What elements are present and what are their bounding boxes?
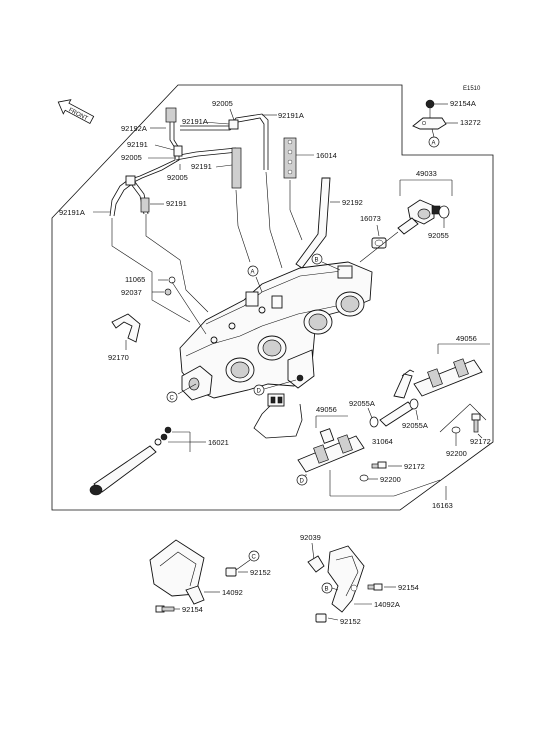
svg-text:B: B	[315, 258, 319, 264]
label-92055: 92055	[428, 231, 449, 240]
bolt-92172-left	[371, 461, 387, 469]
label-92152-left: 92152	[250, 568, 271, 577]
label-13272: 13272	[460, 118, 481, 127]
svg-text:A: A	[432, 141, 436, 147]
label-92172-right: 92172	[470, 437, 491, 446]
label-92055A-a: 92055A	[349, 399, 375, 408]
label-92154-left: 92154	[182, 605, 203, 614]
label-49056-left: 49056	[316, 405, 337, 414]
label-92152-right: 92152	[340, 617, 361, 626]
label-92191-b: 92191	[191, 162, 212, 171]
label-92200-right: 92200	[446, 449, 467, 458]
label-14092A: 14092A	[374, 600, 400, 609]
label-49056-right: 49056	[456, 334, 477, 343]
label-49033: 49033	[416, 169, 437, 178]
clip-92037	[164, 288, 172, 296]
label-16073: 16073	[360, 214, 381, 223]
label-92191-c: 92191	[166, 199, 187, 208]
label-92170: 92170	[108, 353, 129, 362]
washer-92200-left	[359, 474, 369, 482]
label-92172-left: 92172	[404, 462, 425, 471]
clip-92039	[307, 555, 325, 573]
injector-line-16021	[89, 426, 172, 496]
hose-92192	[295, 177, 331, 269]
svg-text:B: B	[325, 587, 329, 593]
label-92005-left: 92005	[121, 153, 142, 162]
connector-d	[267, 393, 285, 407]
front-arrow-icon: FRONT	[57, 99, 95, 124]
label-16021: 16021	[208, 438, 229, 447]
svg-text:D: D	[257, 389, 262, 395]
label-92039: 92039	[300, 533, 321, 542]
label-92191-a: 92191	[127, 140, 148, 149]
label-92154-right: 92154	[398, 583, 419, 592]
svg-text:C: C	[170, 396, 175, 402]
fuel-rail-right	[393, 358, 483, 399]
callout-a-top	[428, 136, 440, 148]
svg-text:A: A	[251, 270, 255, 276]
o-ring-92055	[438, 205, 450, 219]
label-92200-left: 92200	[380, 475, 401, 484]
washer-92200-right	[451, 426, 461, 434]
label-92192A: 92192A	[121, 124, 147, 133]
label-92191A-top-right: 92191A	[278, 111, 304, 120]
label-16014: 16014	[316, 151, 337, 160]
bracket-13272	[412, 99, 447, 130]
sensor-49033	[397, 199, 441, 235]
bolt-92172-right	[471, 413, 481, 433]
cap-11065	[168, 276, 176, 284]
assembly-boundary	[51, 84, 494, 511]
fuel-rail-left	[297, 428, 365, 473]
nut-16073	[371, 237, 387, 249]
label-11065: 11065	[125, 275, 145, 284]
callout-b-mid	[311, 253, 323, 265]
label-92005-mid: 92005	[167, 173, 188, 182]
label-92037: 92037	[121, 288, 142, 297]
bracket-14092A	[327, 545, 365, 613]
bracket-14092	[149, 539, 205, 605]
label-92192: 92192	[342, 198, 363, 207]
callout-c-mid	[166, 391, 178, 403]
label-92005-top: 92005	[212, 99, 233, 108]
nut-92152-right	[315, 613, 327, 623]
clamp-92170	[111, 313, 141, 343]
bolt-92154-left	[155, 605, 175, 613]
nut-92152-left	[225, 567, 237, 577]
label-14092: 14092	[222, 588, 243, 597]
harness-lead	[253, 399, 303, 439]
svg-text:C: C	[252, 555, 257, 561]
callout-d-right	[296, 474, 308, 486]
callout-c-bottom	[248, 550, 260, 562]
label-92191A-left: 92191A	[59, 208, 85, 217]
label-31064: 31064	[372, 437, 393, 446]
label-16163: 16163	[432, 501, 453, 510]
vacuum-hoses	[109, 107, 269, 217]
label-92191A-top-left: 92191A	[182, 117, 208, 126]
throttle-body-assembly	[179, 261, 373, 401]
diagram-code: E1510	[463, 86, 481, 92]
pressure-pipe-31064	[369, 398, 419, 428]
label-92055A-b: 92055A	[402, 421, 428, 430]
callout-d-mid	[253, 384, 265, 396]
fitting-16014	[283, 137, 297, 179]
svg-text:D: D	[300, 479, 305, 485]
bolt-92154-right	[367, 583, 383, 591]
label-92154A: 92154A	[450, 99, 476, 108]
callout-a-mid	[247, 265, 259, 277]
